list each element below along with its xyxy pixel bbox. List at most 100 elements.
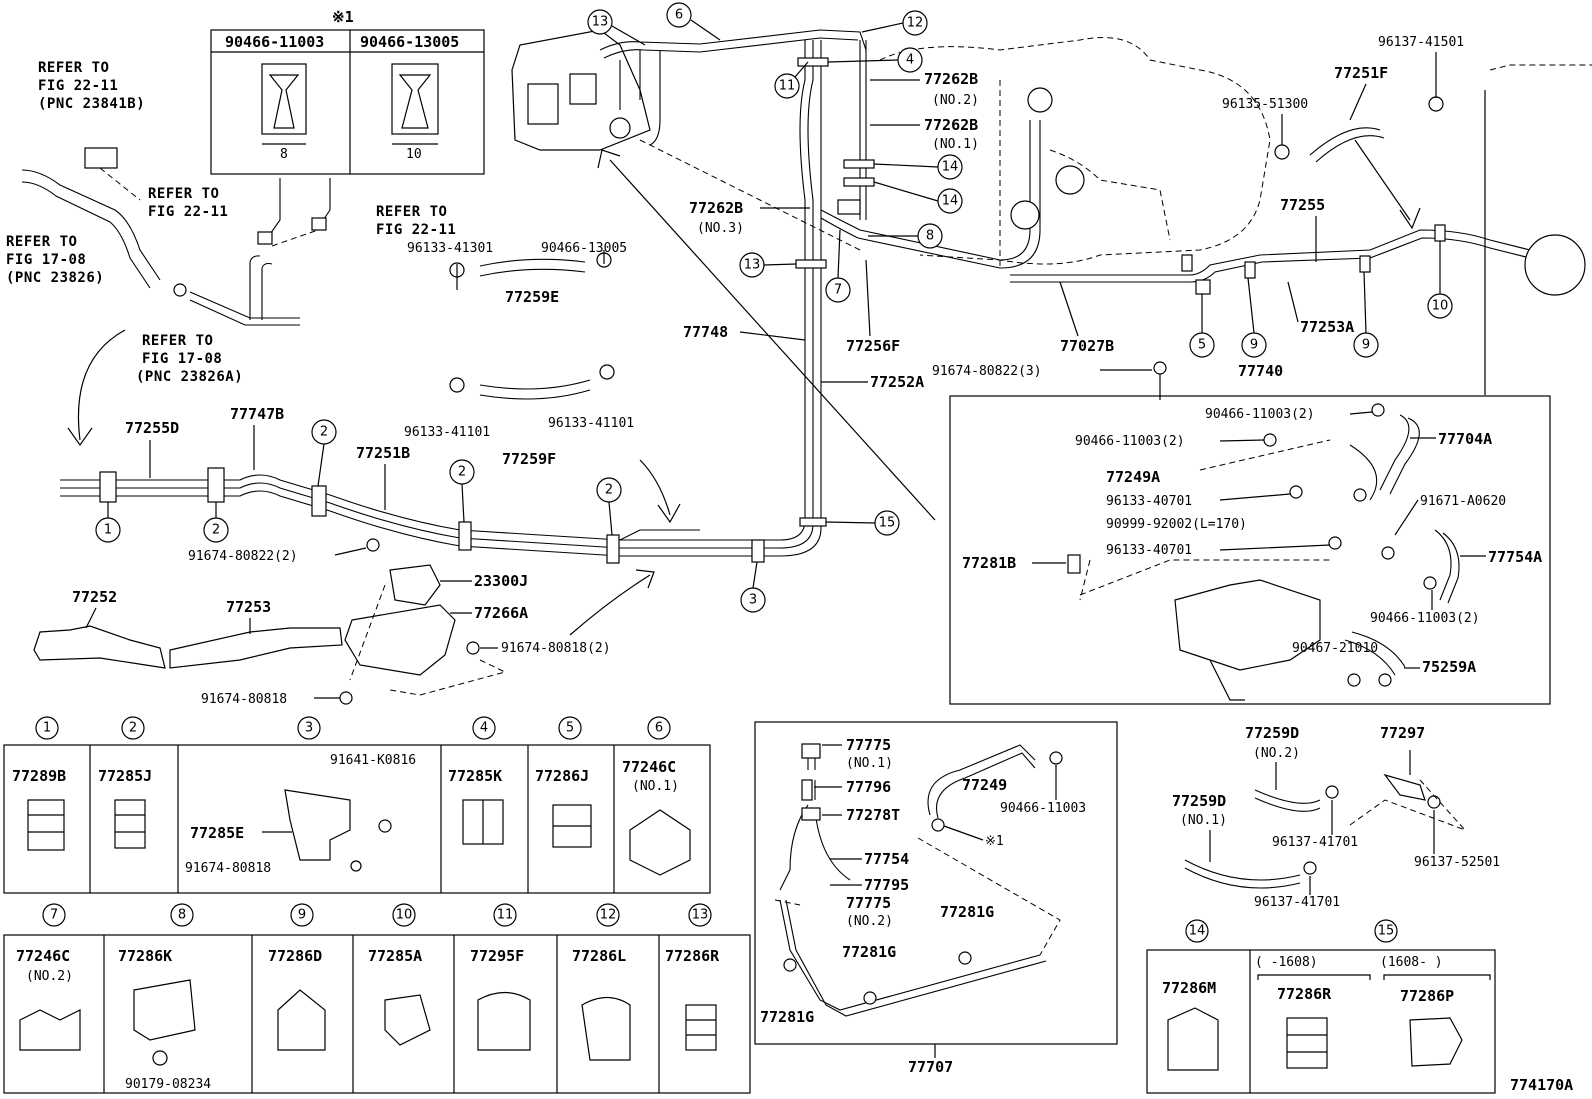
svg-text:3: 3 — [305, 721, 313, 736]
legend-3-bolt-2: 91674-80818 — [185, 861, 271, 876]
legend-9-part: 77286D — [268, 947, 322, 965]
callout-2c: 2 — [449, 459, 475, 523]
label-77255D: 77255D — [125, 419, 179, 437]
vacuum-hoses — [449, 250, 615, 400]
legend-box-14-15: 14 15 77286M ( -1608) (1608- ) 77286R 77… — [1146, 919, 1496, 1094]
label-77249A: 77249A — [1106, 468, 1160, 486]
legend-3-bolt: 91641-K0816 — [330, 753, 416, 768]
label-77259E: 77259E — [505, 288, 559, 306]
legend-12-part: 77286L — [572, 947, 626, 965]
label-90467-21010: 90467-21010 — [1292, 641, 1378, 656]
label-77754A: 77754A — [1488, 548, 1542, 566]
svg-text:7: 7 — [834, 283, 842, 298]
label-77297: 77297 — [1380, 724, 1425, 742]
refer-pnc-4: (PNC 23826) — [6, 270, 104, 286]
svg-text:6: 6 — [675, 8, 683, 23]
legend-6-part: 77246C — [622, 758, 676, 776]
legend-5: 5 77286J — [535, 716, 592, 848]
refer-to-2: REFER TO — [148, 186, 219, 202]
callout-circles: 1 2 2 2 2 3 4 5 6 7 8 9 9 10 11 12 13 13… — [95, 2, 1453, 613]
label-77252A: 77252A — [870, 373, 924, 391]
label-77795: 77795 — [864, 876, 909, 894]
clip-dim-1: 8 — [280, 147, 288, 162]
callout-6: 6 — [666, 2, 721, 41]
refer-fig-2: FIG 22-11 — [148, 204, 228, 220]
label-77249: 77249 — [962, 776, 1007, 794]
svg-text:10: 10 — [1432, 299, 1449, 314]
label-90466-11003-2-b: 90466-11003(2) — [1075, 434, 1185, 449]
callout-9a: 9 — [1241, 277, 1267, 358]
legend-8-nut: 90179-08234 — [125, 1077, 211, 1092]
fuel-tank-outline — [879, 37, 1592, 395]
svg-text:6: 6 — [655, 721, 663, 736]
legend-15-num: 15 — [1378, 924, 1395, 939]
label-91674-80818-2: 91674-80818(2) — [501, 641, 611, 656]
refer-to-3: REFER TO — [376, 204, 447, 220]
clip-note-mark: ※1 — [332, 8, 354, 26]
label-no1b: (NO.1) — [846, 756, 893, 771]
legend-8-part: 77286K — [118, 947, 172, 965]
label-77262B-no3: 77262B — [689, 199, 743, 217]
label-77754: 77754 — [864, 850, 909, 868]
callout-2a: 2 — [203, 502, 229, 543]
svg-text:9: 9 — [1250, 338, 1258, 353]
legend-7: 7 77246C (NO.2) — [16, 903, 81, 1051]
refer-labels: REFER TO FIG 22-11 (PNC 23841B) REFER TO… — [6, 60, 456, 385]
legend-9: 9 77286D — [268, 903, 326, 1051]
legend-6-note: (NO.1) — [632, 779, 679, 794]
legend-10: 10 77285A — [368, 903, 431, 1046]
clip-ref-2: 90466-13005 — [360, 33, 459, 51]
svg-text:14: 14 — [942, 160, 959, 175]
label-96133-41301: 96133-41301 — [407, 241, 493, 256]
callout-8: 8 — [868, 223, 943, 249]
label-77775-no1: 77775 — [846, 736, 891, 754]
label-90466-11003-2-c: 90466-11003(2) — [1370, 611, 1480, 626]
svg-text:11: 11 — [497, 908, 514, 923]
svg-text:12: 12 — [600, 908, 617, 923]
legend-12: 12 77286L — [572, 903, 631, 1061]
right-small-hoses — [1184, 750, 1466, 889]
bracket-and-protectors — [33, 538, 507, 705]
svg-text:15: 15 — [879, 516, 896, 531]
refer-pnc-5: (PNC 23826A) — [136, 369, 243, 385]
label-77251B: 77251B — [356, 444, 410, 462]
label-96137-52501: 96137-52501 — [1414, 855, 1500, 870]
label-90999-92002: 90999-92002(L=170) — [1106, 517, 1247, 532]
svg-text:7: 7 — [50, 908, 58, 923]
label-77278T: 77278T — [846, 806, 900, 824]
callout-13a: 13 — [587, 9, 646, 46]
svg-text:2: 2 — [129, 721, 137, 736]
callout-11: 11 — [774, 61, 809, 99]
callout-2d: 2 — [596, 477, 622, 536]
legend-1: 1 77289B — [12, 716, 66, 851]
callout-2b: 2 — [311, 419, 337, 487]
label-77262B-no1: 77262B — [924, 116, 978, 134]
clip-dim-2: 10 — [406, 147, 422, 162]
upper-left-pipes — [21, 147, 331, 447]
label-77251F: 77251F — [1334, 64, 1388, 82]
label-77266A: 77266A — [474, 604, 528, 622]
legend-11-part: 77295F — [470, 947, 524, 965]
label-77281B: 77281B — [962, 554, 1016, 572]
refer-to-4: REFER TO — [6, 234, 77, 250]
svg-text:5: 5 — [1198, 338, 1206, 353]
svg-text:12: 12 — [907, 16, 924, 31]
svg-text:5: 5 — [566, 721, 574, 736]
legend-2: 2 77285J — [98, 716, 152, 849]
label-no2c: (NO.2) — [1253, 746, 1300, 761]
legend-3-part: 77285E — [190, 824, 244, 842]
label-no1c: (NO.1) — [1180, 813, 1227, 828]
label-77281G-c: 77281G — [760, 1008, 814, 1026]
label-96133-40701-b: 96133-40701 — [1106, 543, 1192, 558]
label-mark1: ※1 — [985, 834, 1004, 849]
label-75259A: 75259A — [1422, 658, 1476, 676]
legend-3: 3 91641-K0816 77285E 91674-80818 — [185, 716, 416, 876]
callout-5: 5 — [1189, 294, 1215, 358]
legend-4-part: 77285K — [448, 767, 502, 785]
legend-5-part: 77286J — [535, 767, 589, 785]
label-77259D-no2: 77259D — [1245, 724, 1299, 742]
legend-14-num: 14 — [1189, 924, 1206, 939]
svg-text:9: 9 — [1362, 338, 1370, 353]
legend-7-part: 77246C — [16, 947, 70, 965]
label-96133-41101-b: 96133-41101 — [548, 416, 634, 431]
